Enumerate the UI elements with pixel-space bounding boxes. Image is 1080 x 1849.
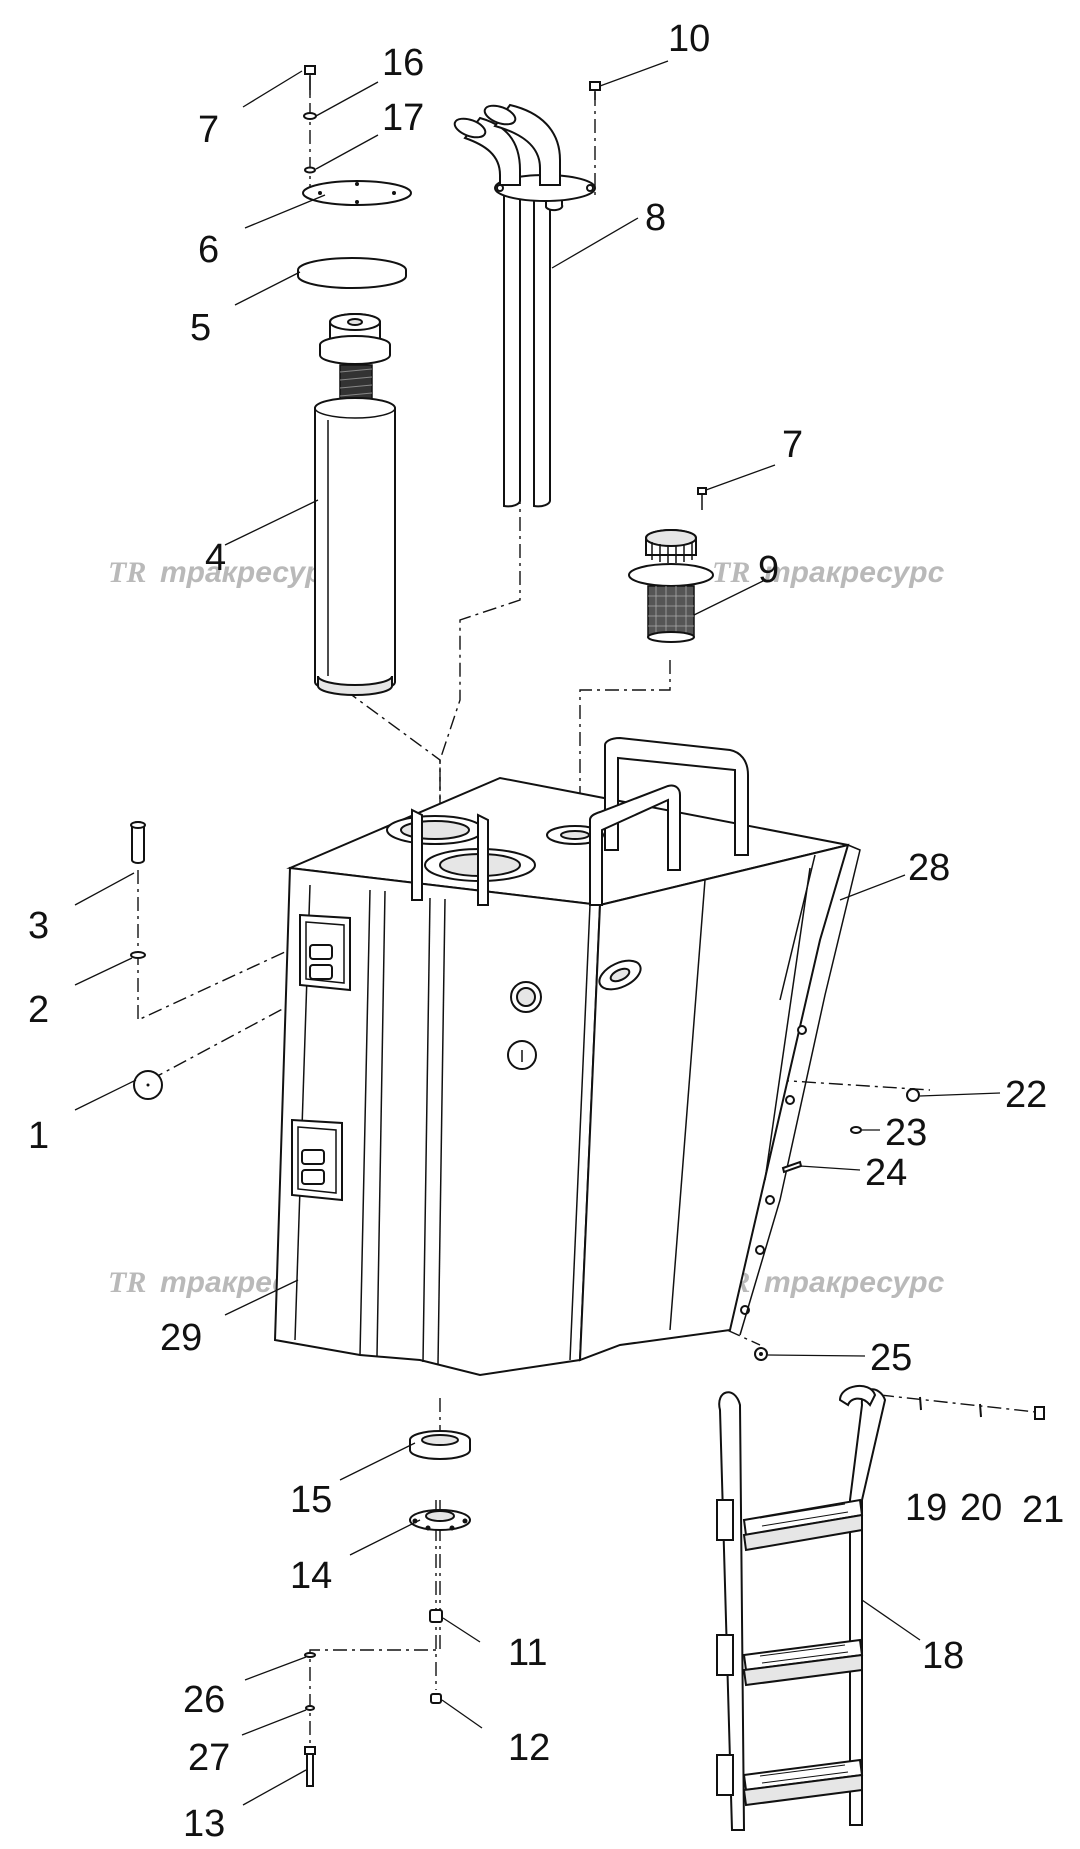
callout-3: 3 [28, 905, 49, 947]
callout-18: 18 [922, 1635, 964, 1677]
callout-8: 8 [645, 197, 666, 239]
bolt-21 [1034, 1406, 1045, 1420]
callout-1: 1 [28, 1115, 49, 1157]
axis-nut [726, 1329, 761, 1346]
callout-5: 5 [190, 307, 211, 349]
callout-6: 6 [198, 229, 219, 271]
bolt-13-head [304, 1746, 316, 1755]
drain-plug-set [130, 821, 163, 1100]
watermark-logo: TR [108, 1266, 146, 1299]
pipe-bolt [589, 81, 601, 100]
callout-20: 20 [960, 1487, 1002, 1529]
callout-7: 7 [198, 109, 219, 151]
callout-23: 23 [885, 1112, 927, 1154]
lifting-handle-rear [604, 736, 749, 856]
cap-plate [302, 180, 412, 206]
callout-2: 2 [28, 989, 49, 1031]
washer-16 [303, 112, 317, 120]
washer-23 [850, 1126, 862, 1134]
ladder-top-hook [838, 1385, 877, 1407]
watermark-logo: TR [712, 556, 750, 589]
washer-20 [979, 1403, 982, 1418]
cap-screw [304, 65, 316, 75]
bottom-bolt-stack [304, 1652, 316, 1787]
callout-28: 28 [908, 847, 950, 889]
bolt-24 [781, 1160, 803, 1174]
bolt-13-shank [306, 1753, 314, 1787]
callout-29: 29 [160, 1317, 202, 1359]
callout-14: 14 [290, 1555, 332, 1597]
callout-25: 25 [870, 1337, 912, 1379]
breather-mesh [647, 585, 695, 637]
bottom-seal [409, 1430, 471, 1460]
watermark-text: тракресурс [764, 556, 945, 589]
lifting-handle-front [589, 784, 681, 906]
gasket-disc [297, 257, 407, 289]
callout-11: 11 [508, 1632, 547, 1674]
callout-labels: 7 16 17 6 5 4 10 8 7 9 3 2 1 28 22 23 24… [28, 18, 1064, 1845]
callout-12: 12 [508, 1727, 550, 1769]
callout-26: 26 [183, 1679, 225, 1721]
callout-7-right: 7 [782, 424, 803, 466]
axis-drain-plug [137, 870, 301, 1022]
tank-bracket-upper [299, 913, 351, 992]
breather-screw [697, 487, 707, 510]
bottom-flange [409, 1509, 471, 1531]
watermark-text: тракресурс [160, 556, 341, 589]
callout-9: 9 [758, 549, 779, 591]
callout-21: 21 [1022, 1489, 1064, 1531]
callout-13: 13 [183, 1803, 225, 1845]
callout-4: 4 [205, 537, 226, 579]
axis-breather [579, 660, 671, 835]
filter-element [314, 313, 396, 696]
watermark-top-right: TR тракресурс [712, 556, 945, 589]
watermark-top-left: TR тракресурс [108, 556, 341, 589]
axis-pipe [439, 490, 521, 860]
washer-17 [304, 166, 316, 174]
breather-filter [628, 529, 714, 643]
watermark-logo: TR [108, 556, 146, 589]
callout-10: 10 [668, 18, 710, 60]
ladder-step-3 [742, 1758, 864, 1807]
adapter-11 [429, 1609, 443, 1623]
axis-bottom-flange [309, 1500, 441, 1760]
callout-27: 27 [188, 1737, 230, 1779]
plug-12 [430, 1693, 442, 1704]
watermark-text: тракресурс [764, 1266, 945, 1299]
callout-15: 15 [290, 1479, 332, 1521]
washer-27 [305, 1705, 315, 1711]
access-ladder [716, 1385, 887, 1831]
nut-22 [906, 1088, 920, 1102]
axis-ladder-bolt [879, 1394, 1046, 1414]
ladder-step-2 [742, 1638, 864, 1687]
hydraulic-tank [273, 736, 850, 1377]
callout-17: 17 [382, 97, 424, 139]
pipe-assembly [453, 103, 596, 508]
ladder-fasteners [919, 1396, 1045, 1420]
nut-25 [754, 1347, 768, 1361]
cap-screw-stack [303, 65, 317, 174]
tank-bracket-lower [291, 1118, 343, 1202]
callout-16: 16 [382, 42, 424, 84]
washer-2 [130, 951, 146, 959]
callout-24: 24 [865, 1152, 907, 1194]
sensor-parts [429, 1609, 443, 1704]
watermark-bottom-right: TR тракресурс [712, 1266, 945, 1299]
leader-lines [74, 60, 1001, 1806]
callout-22: 22 [1005, 1074, 1047, 1116]
callout-19: 19 [905, 1487, 947, 1529]
washer-19 [919, 1396, 922, 1411]
washer-26 [304, 1652, 316, 1658]
side-guard-panel [739, 844, 861, 1336]
axis-bracket-bolt [774, 1079, 931, 1091]
ladder-step-1 [742, 1498, 864, 1552]
